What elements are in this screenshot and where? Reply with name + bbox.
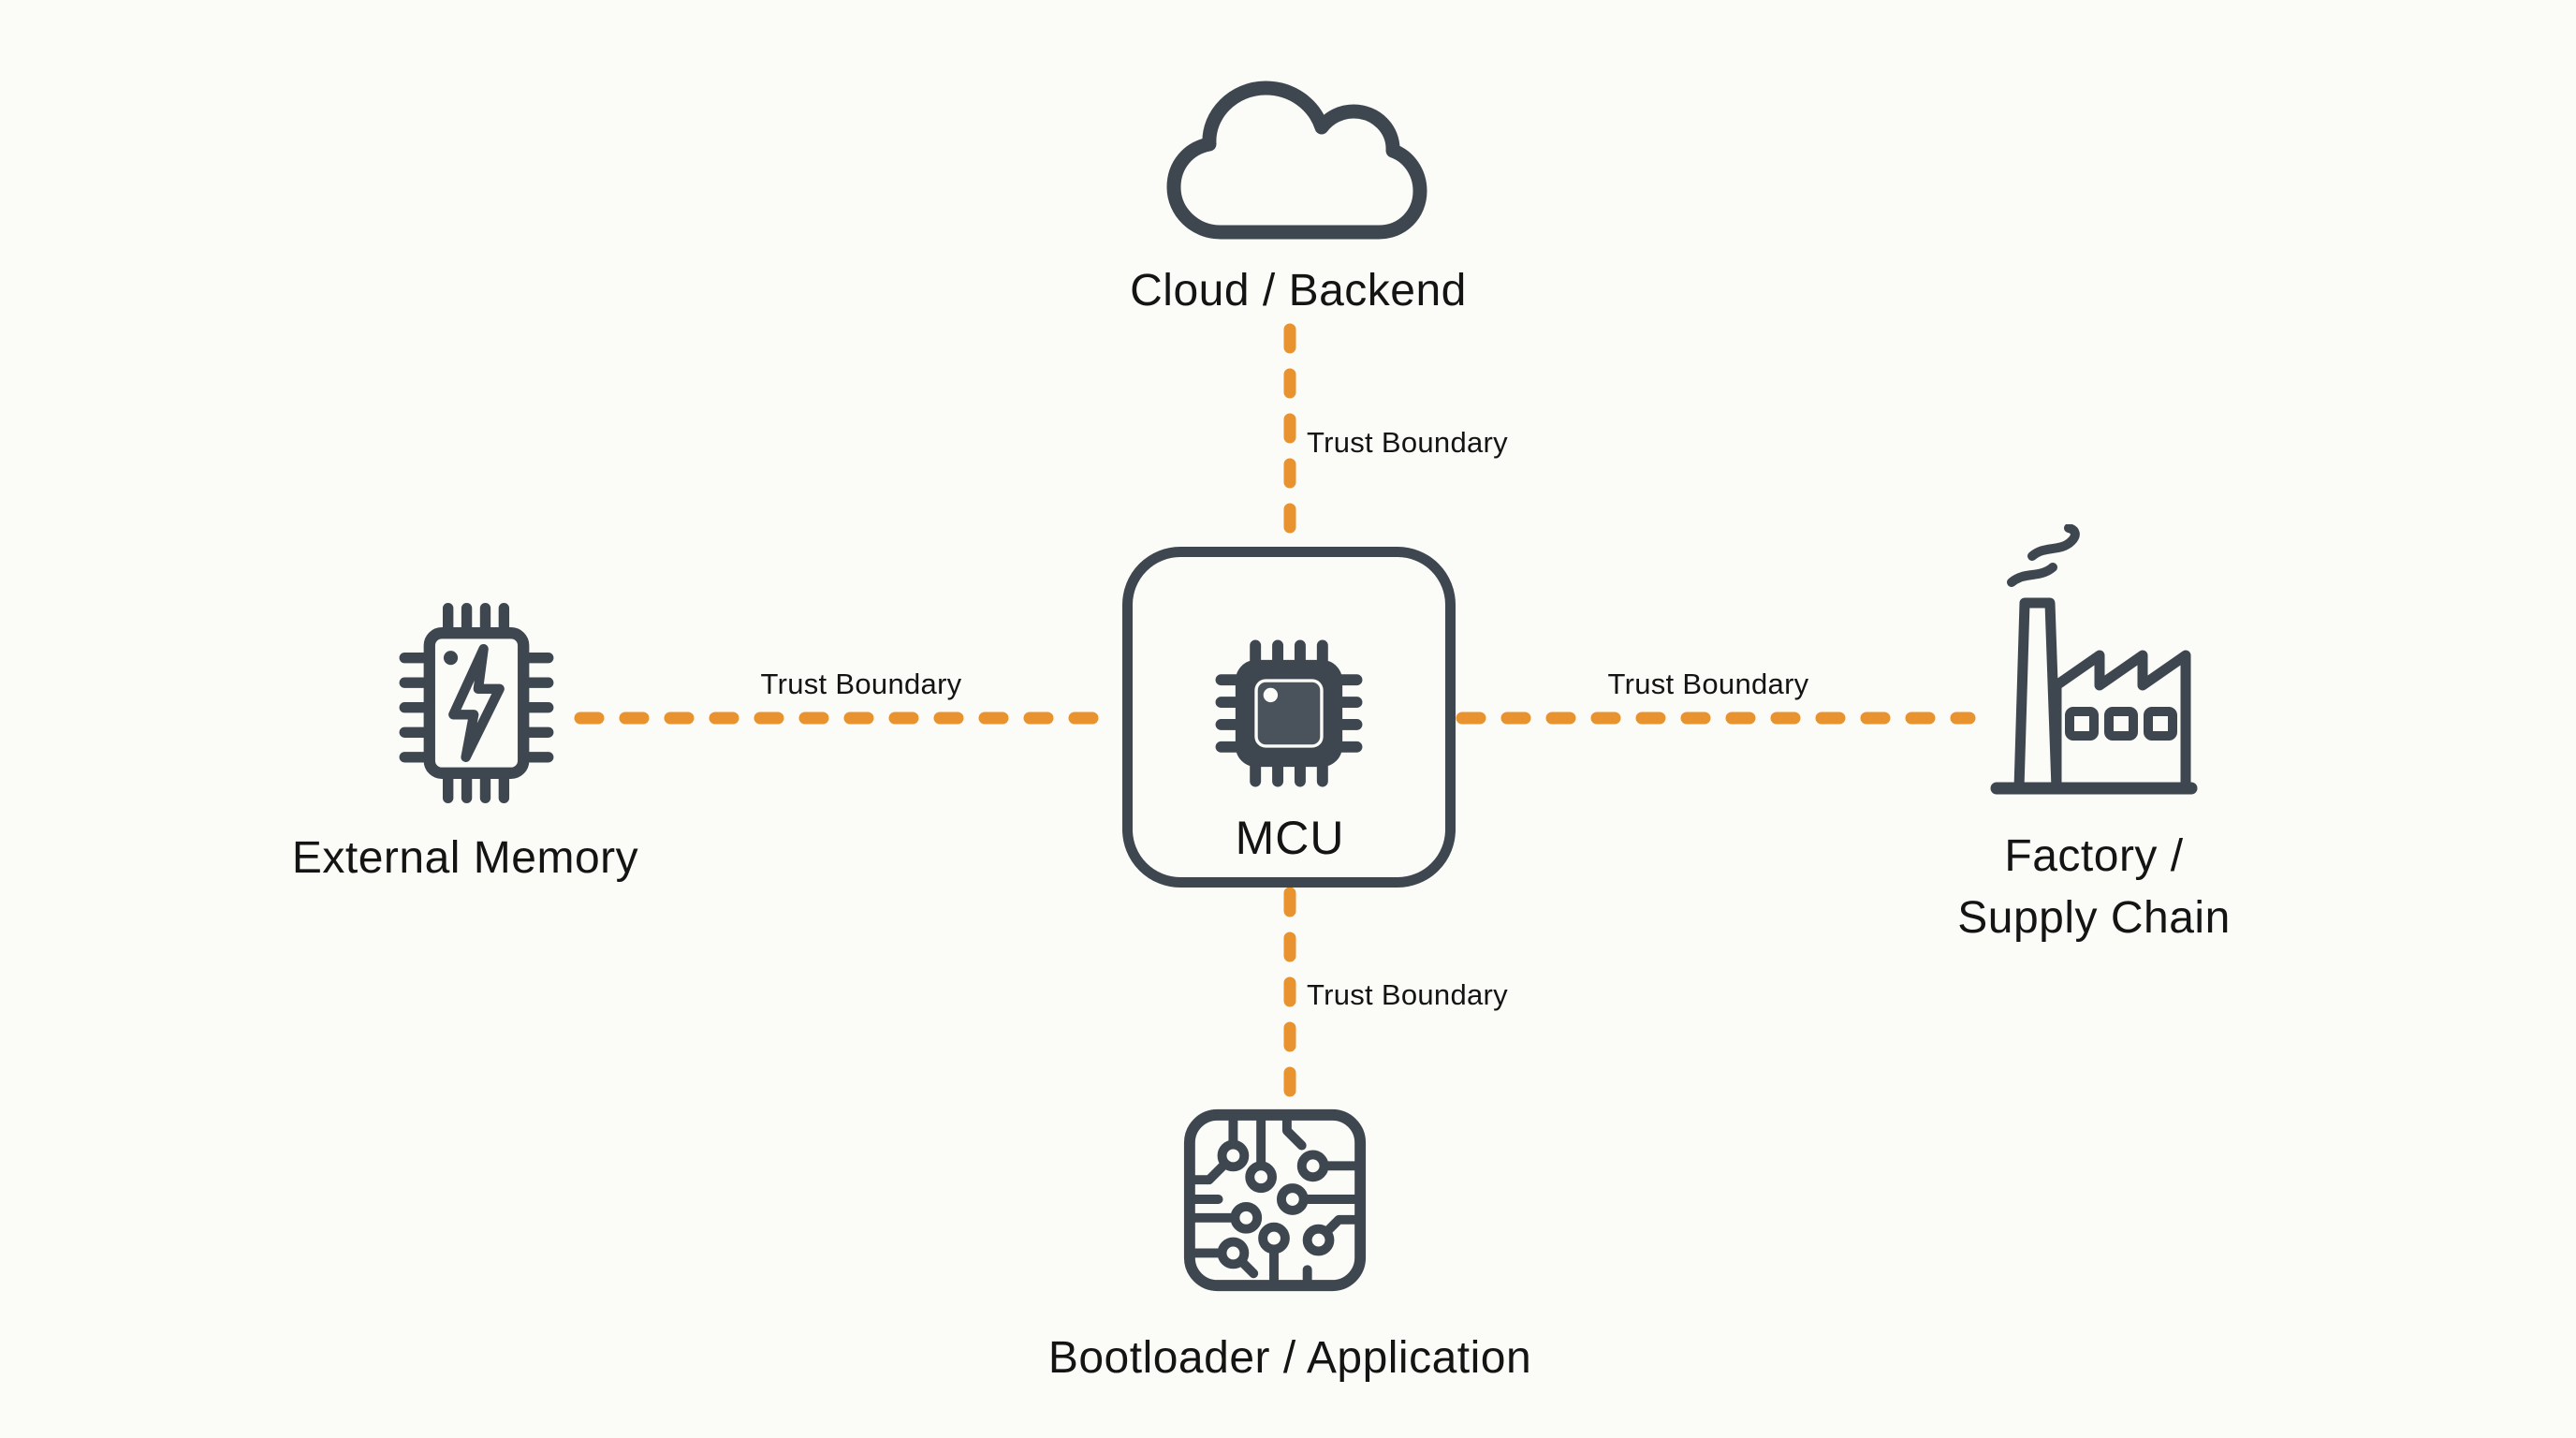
mcu-node-label: MCU <box>1235 812 1345 864</box>
factory-icon <box>1990 524 2198 795</box>
factory-label-line2: Supply Chain <box>1957 893 2231 943</box>
cloud-node-label: Cloud / Backend <box>1130 266 1467 315</box>
trust-boundary-label-bottom: Trust Boundary <box>1307 978 1508 1011</box>
trust-boundary-label-left: Trust Boundary <box>760 668 962 700</box>
external-memory-node-label: External Memory <box>291 833 639 883</box>
cloud-icon <box>1166 81 1427 240</box>
chip-icon <box>1215 639 1363 787</box>
memory-chip-icon <box>399 602 554 804</box>
factory-node-label: Factory / Supply Chain <box>1957 826 2231 949</box>
circuit-board-icon <box>1183 1108 1367 1292</box>
trust-boundary-label-right: Trust Boundary <box>1607 668 1809 700</box>
bootloader-node-label: Bootloader / Application <box>1047 1333 1532 1383</box>
factory-label-line1: Factory / <box>2004 831 2184 881</box>
trust-boundary-label-top: Trust Boundary <box>1307 426 1508 459</box>
